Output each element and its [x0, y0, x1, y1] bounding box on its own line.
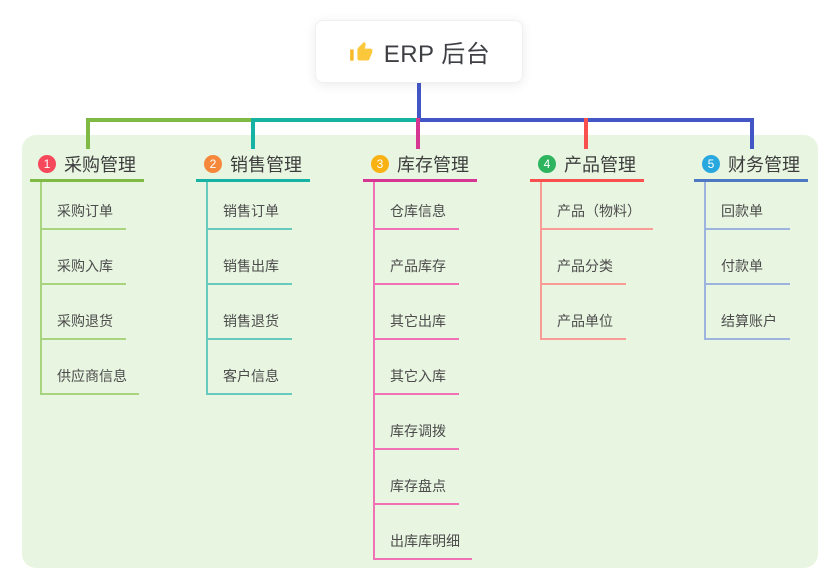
- mindmap-node[interactable]: 采购入库: [42, 230, 126, 285]
- node-label: 销售出库: [223, 258, 279, 274]
- branch-header-product[interactable]: 4 产品管理: [530, 149, 644, 182]
- node-label: 销售退货: [223, 313, 279, 329]
- node-label: 产品（物料）: [557, 203, 641, 219]
- branch-finance: 5 财务管理 回款单 付款单 结算账户: [694, 149, 808, 340]
- branch-children: 产品（物料） 产品分类 产品单位: [540, 182, 653, 340]
- node-label: 采购订单: [57, 203, 113, 219]
- node-label: 结算账户: [721, 313, 777, 329]
- mindmap-node[interactable]: 其它出库: [375, 285, 459, 340]
- drop-connector-inventory: [416, 118, 420, 149]
- node-label: 产品分类: [557, 258, 613, 274]
- mindmap-node[interactable]: 付款单: [706, 230, 790, 285]
- branch-children: 仓库信息 产品库存 其它出库 其它入库 库存调拨 库存盘点 出库库明细: [373, 182, 472, 560]
- node-label: 产品库存: [390, 258, 446, 274]
- branch-title: 销售管理: [230, 155, 302, 175]
- number-badge: 2: [204, 155, 222, 173]
- root-node-title: ERP 后台: [383, 41, 491, 68]
- mindmap-node[interactable]: 销售订单: [208, 182, 292, 230]
- branch-sales: 2 销售管理 销售订单 销售出库 销售退货 客户信息: [196, 149, 310, 395]
- drop-connector-finance: [750, 118, 754, 149]
- branch-title: 产品管理: [564, 155, 636, 175]
- mindmap-node[interactable]: 供应商信息: [42, 340, 139, 395]
- bus-connector-procurement: [86, 118, 254, 122]
- branch-header-procurement[interactable]: 1 采购管理: [30, 149, 144, 182]
- mindmap-node[interactable]: 销售出库: [208, 230, 292, 285]
- node-label: 回款单: [721, 203, 763, 219]
- branch-product: 4 产品管理 产品（物料） 产品分类 产品单位: [530, 149, 653, 340]
- mindmap-node[interactable]: 库存盘点: [375, 450, 459, 505]
- branch-inventory: 3 库存管理 仓库信息 产品库存 其它出库 其它入库 库存调拨 库存盘点 出库库…: [363, 149, 477, 560]
- drop-connector-sales: [251, 118, 255, 149]
- number-badge: 5: [702, 155, 720, 173]
- node-label: 付款单: [721, 258, 763, 274]
- node-label: 产品单位: [557, 313, 613, 329]
- mindmap-node[interactable]: 仓库信息: [375, 182, 459, 230]
- drop-connector-product: [584, 118, 588, 149]
- node-label: 其它出库: [390, 313, 446, 329]
- mindmap-node[interactable]: 其它入库: [375, 340, 459, 395]
- node-label: 其它入库: [390, 368, 446, 384]
- branch-children: 销售订单 销售出库 销售退货 客户信息: [206, 182, 292, 395]
- branch-title: 库存管理: [397, 155, 469, 175]
- node-label: 销售订单: [223, 203, 279, 219]
- mindmap-node[interactable]: 库存调拨: [375, 395, 459, 450]
- branch-header-inventory[interactable]: 3 库存管理: [363, 149, 477, 182]
- mindmap-node[interactable]: 出库库明细: [375, 505, 472, 560]
- bus-connector-sales: [254, 118, 419, 122]
- thumbs-up-icon: [349, 41, 373, 61]
- mindmap-node[interactable]: 采购订单: [42, 182, 126, 230]
- number-badge: 4: [538, 155, 556, 173]
- mindmap-node[interactable]: 产品单位: [542, 285, 626, 340]
- node-label: 供应商信息: [57, 368, 127, 384]
- node-label: 库存调拨: [390, 423, 446, 439]
- node-label: 仓库信息: [390, 203, 446, 219]
- node-label: 客户信息: [223, 368, 279, 384]
- mindmap-node[interactable]: 产品分类: [542, 230, 626, 285]
- node-label: 采购退货: [57, 313, 113, 329]
- drop-connector-procurement: [86, 118, 90, 149]
- mindmap-node[interactable]: 销售退货: [208, 285, 292, 340]
- node-label: 出库库明细: [390, 533, 460, 549]
- branch-header-sales[interactable]: 2 销售管理: [196, 149, 310, 182]
- mindmap-node[interactable]: 结算账户: [706, 285, 790, 340]
- root-node-erp-backend[interactable]: ERP 后台: [315, 20, 523, 83]
- root-trunk-connector: [417, 83, 421, 119]
- branch-title: 采购管理: [64, 155, 136, 175]
- mindmap-node[interactable]: 客户信息: [208, 340, 292, 395]
- number-badge: 3: [371, 155, 389, 173]
- mindmap-node[interactable]: 产品库存: [375, 230, 459, 285]
- branch-procurement: 1 采购管理 采购订单 采购入库 采购退货 供应商信息: [30, 149, 144, 395]
- mindmap-node[interactable]: 采购退货: [42, 285, 126, 340]
- branch-children: 采购订单 采购入库 采购退货 供应商信息: [40, 182, 139, 395]
- node-label: 库存盘点: [390, 478, 446, 494]
- branch-header-finance[interactable]: 5 财务管理: [694, 149, 808, 182]
- mindmap-node[interactable]: 产品（物料）: [542, 182, 653, 230]
- mindmap-node[interactable]: 回款单: [706, 182, 790, 230]
- branch-backdrop-panel: [22, 135, 818, 568]
- branch-title: 财务管理: [728, 155, 800, 175]
- branch-children: 回款单 付款单 结算账户: [704, 182, 790, 340]
- number-badge: 1: [38, 155, 56, 173]
- node-label: 采购入库: [57, 258, 113, 274]
